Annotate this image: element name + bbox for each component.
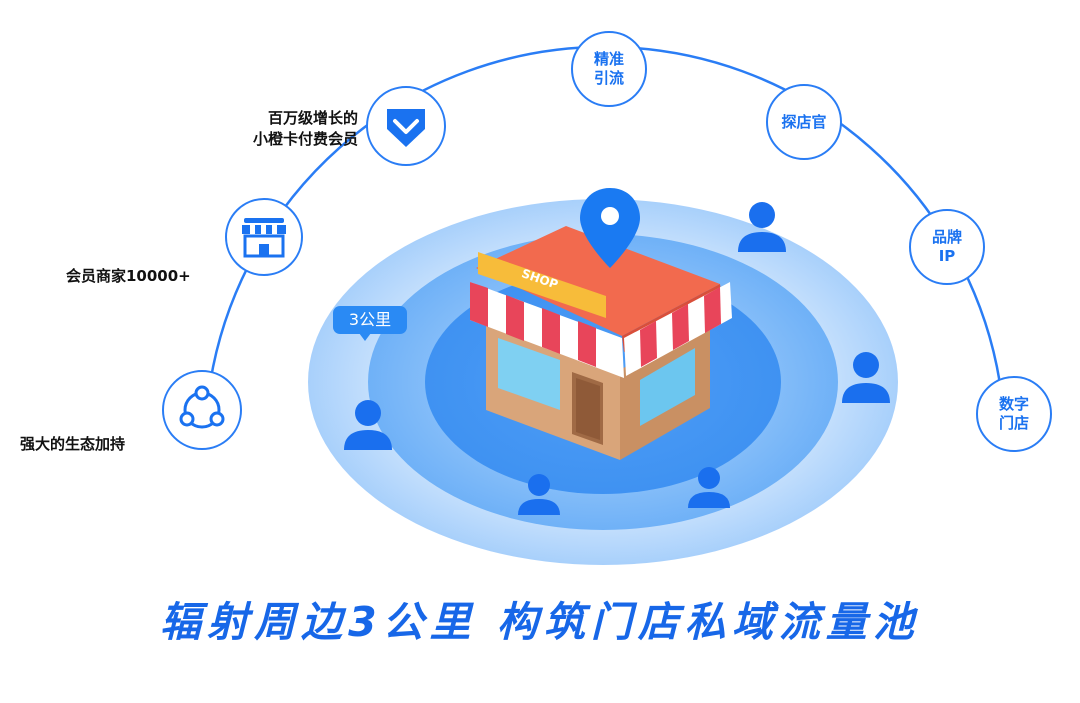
node-label: 数字 门店 bbox=[998, 395, 1029, 432]
member-card-node bbox=[366, 86, 446, 166]
customer-icons bbox=[344, 202, 890, 515]
share-network-icon bbox=[179, 385, 225, 429]
storefront-icon bbox=[242, 218, 286, 258]
person-icon-4 bbox=[518, 474, 560, 515]
feature-label-merchants: 会员商家10000+ bbox=[66, 267, 191, 285]
location-pin bbox=[580, 188, 640, 268]
person-icon-1 bbox=[738, 202, 786, 252]
node-store-explorer: 探店官 bbox=[766, 84, 842, 160]
node-digital-store: 数字 门店 bbox=[976, 376, 1052, 452]
node-precise-traffic: 精准 引流 bbox=[571, 31, 647, 107]
chevron-down-shield-icon bbox=[387, 109, 425, 147]
feature-label-member-card: 百万级增长的 小橙卡付费会员 bbox=[252, 109, 358, 148]
feature-label-ecosystem: 强大的生态加持 bbox=[20, 435, 126, 453]
merchant-node bbox=[225, 198, 303, 276]
person-icon-5 bbox=[688, 467, 730, 508]
node-brand-ip: 品牌 IP bbox=[909, 209, 985, 285]
shop-illustration bbox=[470, 188, 732, 460]
node-label: 探店官 bbox=[781, 112, 827, 131]
ecosystem-node bbox=[162, 370, 242, 450]
radius-bubble: 3公里 bbox=[333, 306, 407, 341]
person-icon-3 bbox=[344, 400, 392, 450]
node-label: 精准 引流 bbox=[593, 50, 624, 87]
node-label: 品牌 IP bbox=[931, 228, 962, 265]
person-icon-2 bbox=[842, 352, 890, 403]
headline: 辐射周边3公里 构筑门店私域流量池 bbox=[160, 598, 920, 646]
